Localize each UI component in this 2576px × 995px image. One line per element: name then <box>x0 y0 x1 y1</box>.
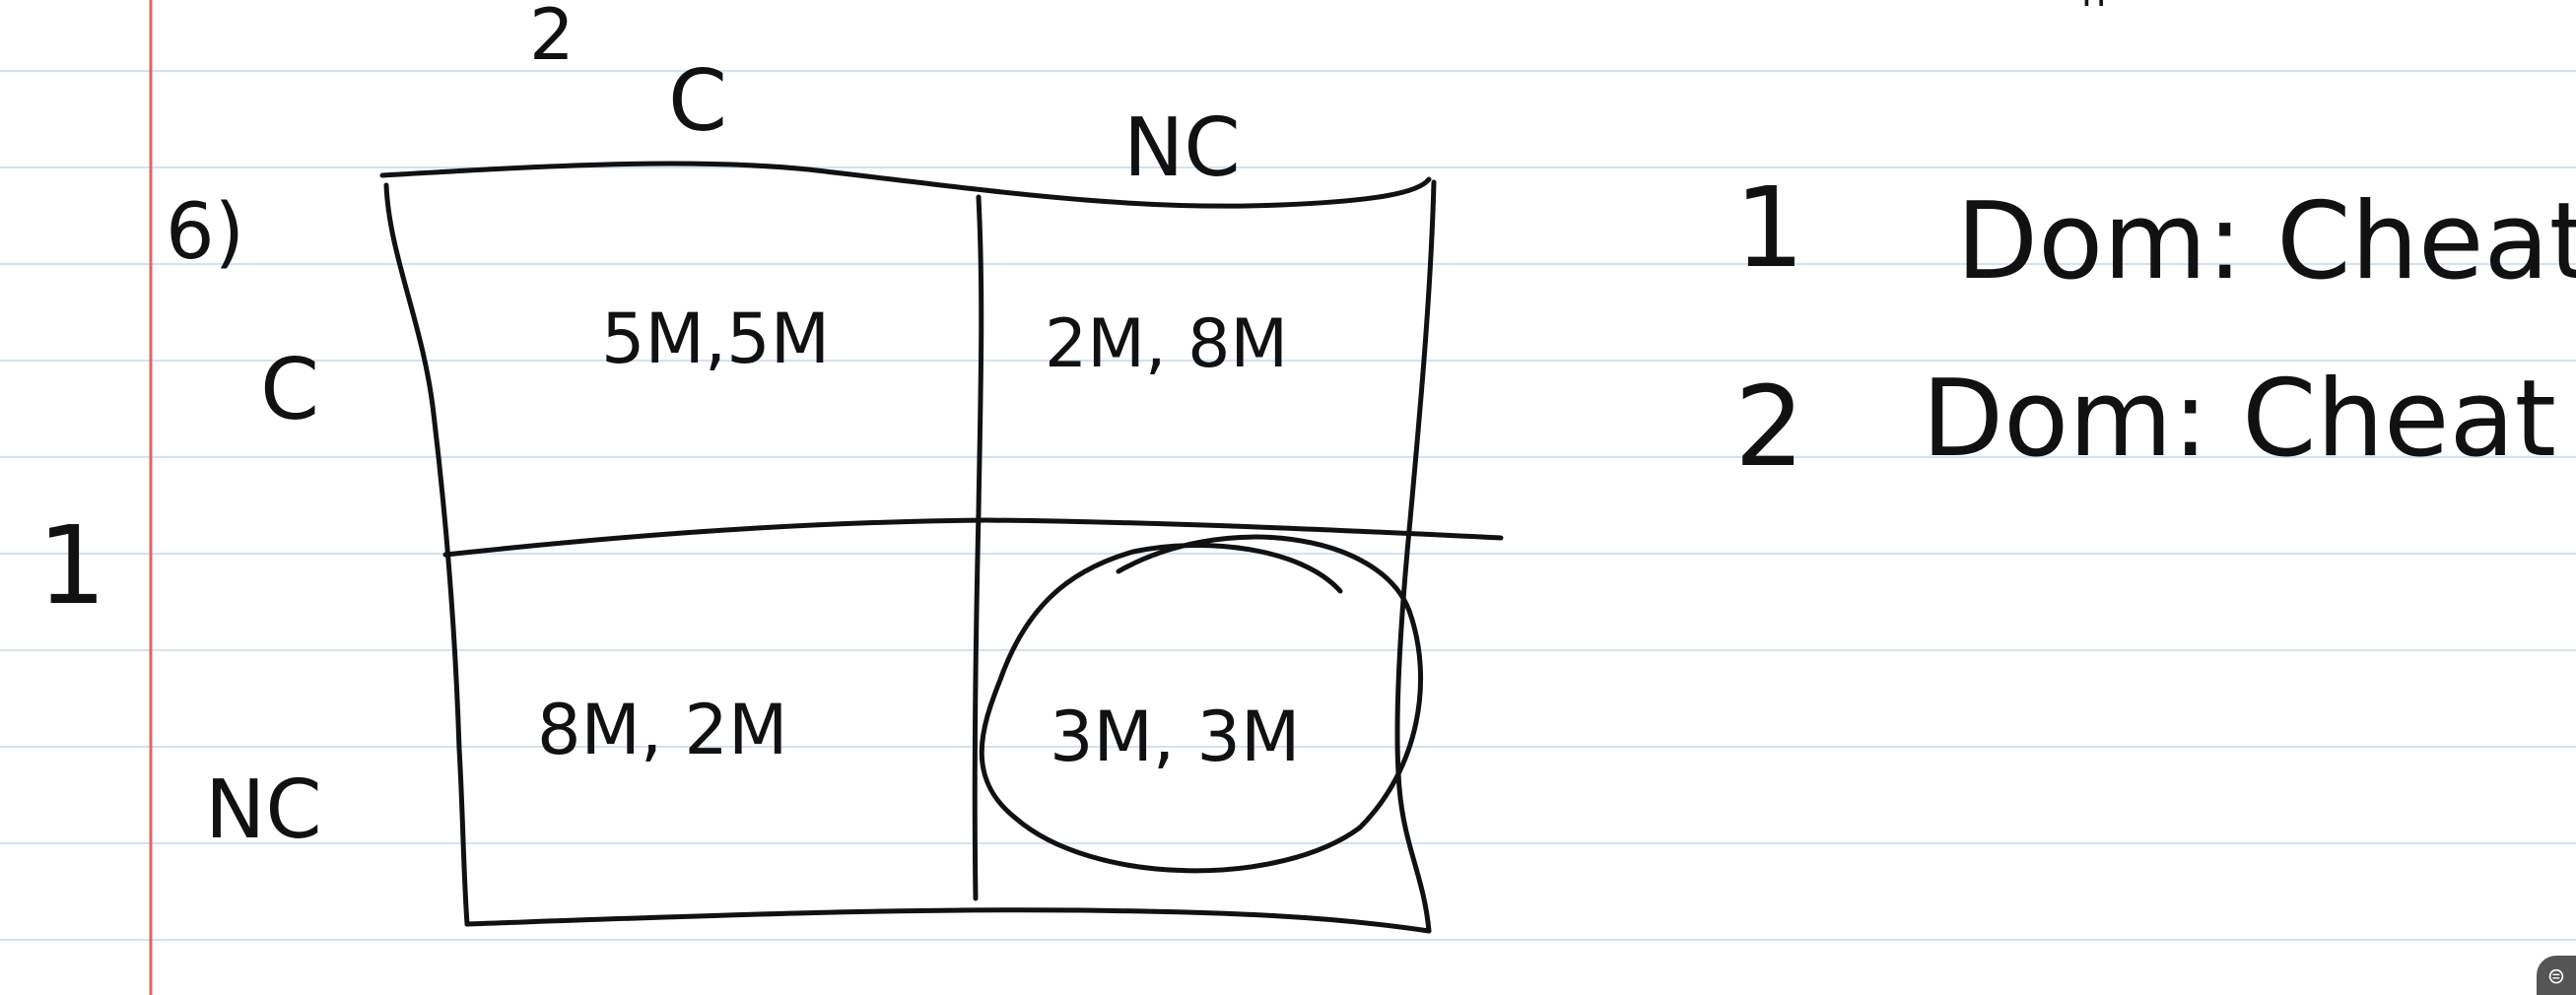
payoff-cell-nc-nc: 3M, 3M <box>1050 696 1300 777</box>
row-strategy-c: C <box>260 341 319 439</box>
part-label: 6) <box>166 188 244 277</box>
payoff-cell-c-c: 5M,5M <box>601 298 830 379</box>
ruled-lines <box>0 70 2576 941</box>
note-player-2-text: Dom: Cheat <box>1922 358 2556 481</box>
player-one-label: 1 <box>37 502 106 629</box>
player-two-label: 2 <box>529 0 575 76</box>
matrix-middle-horizontal <box>442 517 1504 558</box>
column-strategy-nc: NC <box>1123 101 1241 195</box>
note-player-2-number: 2 <box>1734 364 1804 492</box>
matrix-right-border <box>1394 179 1437 934</box>
matrix-middle-vertical <box>972 194 984 901</box>
payoff-cell-nc-c: 8M, 2M <box>537 690 787 770</box>
column-strategy-c: C <box>668 52 727 151</box>
equilibrium-circle <box>979 534 1424 874</box>
matrix-bottom-border <box>464 907 1432 934</box>
matrix-top-border <box>379 161 1432 209</box>
payoff-cell-c-nc: 2M, 8M <box>1045 305 1288 383</box>
comment-button[interactable]: ⊜ <box>2537 956 2576 995</box>
cut-off-mark: n <box>2081 0 2106 16</box>
note-player-1-text: Dom: Cheat <box>1956 180 2576 303</box>
row-strategy-nc: NC <box>205 763 322 857</box>
comment-icon: ⊜ <box>2546 964 2566 989</box>
note-player-1-number: 1 <box>1734 165 1804 293</box>
